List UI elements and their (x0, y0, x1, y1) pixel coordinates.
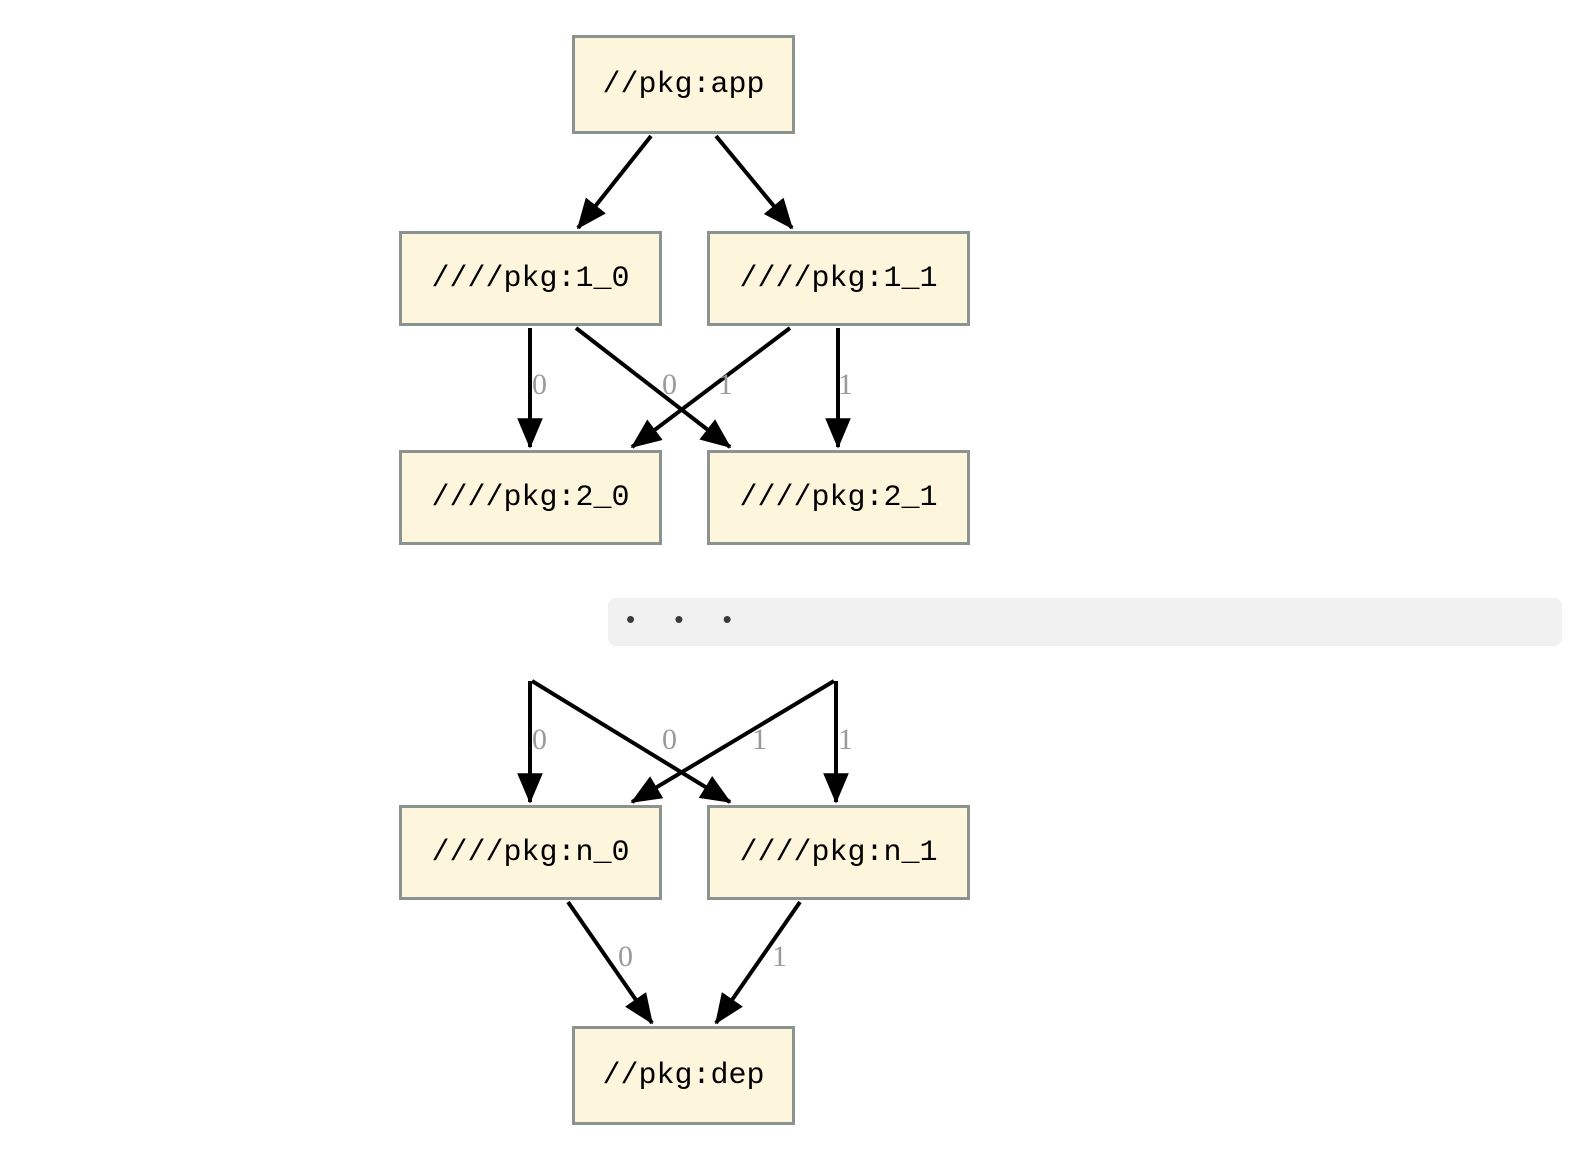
ellipsis-band: • • • (608, 598, 1562, 646)
graph-node-label: //pkg:dep (602, 1058, 765, 1093)
graph-node-nn_1[interactable]: ////pkg:n_1 (707, 805, 970, 900)
graph-edge (630, 679, 836, 804)
graph-edge (630, 326, 792, 449)
graph-node-n1_1[interactable]: ////pkg:1_1 (707, 231, 970, 326)
graph-edge (714, 900, 802, 1025)
graph-edge (574, 326, 732, 449)
edge-label: 0 (662, 723, 677, 756)
graph-edge (714, 134, 794, 230)
ellipsis-dots: • • • (626, 604, 748, 634)
edge-label: 0 (532, 723, 547, 756)
graph-node-n1_0[interactable]: ////pkg:1_0 (399, 231, 662, 326)
graph-edge (566, 900, 654, 1025)
graph-node-app[interactable]: //pkg:app (572, 35, 795, 134)
graph-node-label: ////pkg:1_0 (431, 261, 630, 296)
graph-node-label: ////pkg:2_1 (739, 480, 938, 515)
edge-label: 1 (752, 723, 767, 756)
graph-node-label: ////pkg:1_1 (739, 261, 938, 296)
graph-node-nn_0[interactable]: ////pkg:n_0 (399, 805, 662, 900)
edge-group (517, 134, 851, 1025)
edge-label: 0 (532, 368, 547, 401)
graph-node-label: //pkg:app (602, 67, 765, 102)
edge-label: 0 (618, 940, 633, 973)
edge-label: 0 (662, 368, 677, 401)
edge-label: 1 (772, 940, 787, 973)
graph-node-dep[interactable]: //pkg:dep (572, 1026, 795, 1125)
graph-node-label: ////pkg:n_0 (431, 835, 630, 870)
graph-node-n2_0[interactable]: ////pkg:2_0 (399, 450, 662, 545)
graph-node-n2_1[interactable]: ////pkg:2_1 (707, 450, 970, 545)
edge-label: 1 (838, 368, 853, 401)
edge-label: 1 (718, 368, 733, 401)
graph-edge (530, 679, 732, 804)
graph-node-label: ////pkg:2_0 (431, 480, 630, 515)
graph-edge (576, 134, 653, 230)
graph-node-label: ////pkg:n_1 (739, 835, 938, 870)
edge-label: 1 (838, 723, 853, 756)
